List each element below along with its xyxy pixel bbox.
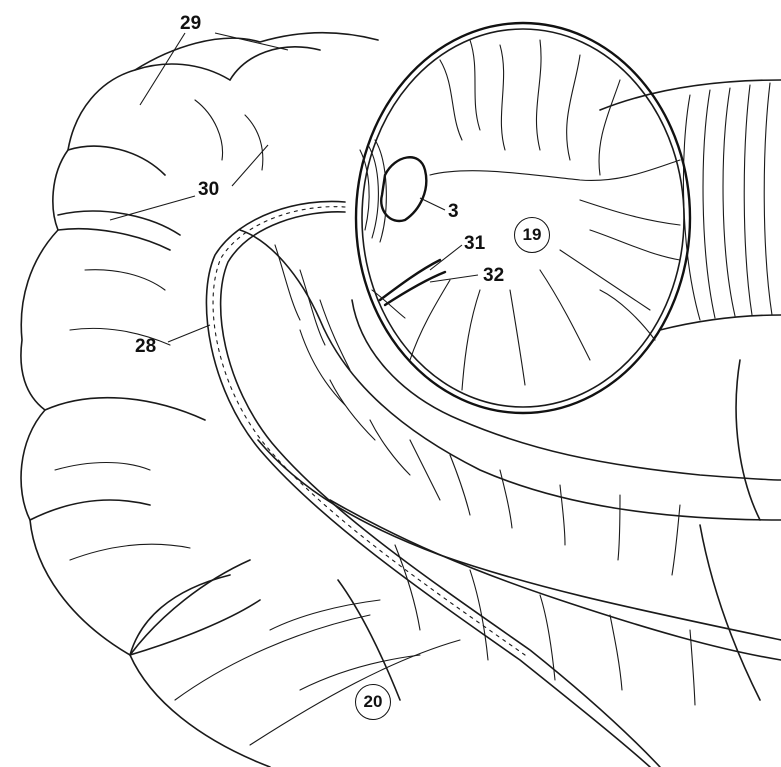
mucosal-fold [580,200,680,225]
segment-line [320,300,350,370]
segment-line [330,380,375,440]
leader-line-31 [430,245,462,270]
circled-label-19: 19 [514,217,550,253]
leader-line-29 [140,33,185,105]
lobe-fold [55,463,150,471]
duct-opening [380,260,440,300]
ring-line [744,85,752,315]
segment-line [395,545,420,630]
label-29: 29 [180,14,201,33]
lobe-fold [175,615,370,700]
lobe-fold [230,47,320,80]
tubular-structure-edge [660,315,781,330]
papilla-hatching [375,140,386,242]
lower-lobe-fold [270,600,380,630]
leader-line-30 [110,196,195,220]
segment-line [410,440,440,500]
mucosal-fold [599,80,620,175]
mucosal-fold [560,250,650,310]
segment-line [618,495,620,560]
label-31: 31 [464,234,485,253]
mucosal-fold [430,160,680,180]
lobe-fold [45,398,205,420]
ring-line [764,83,772,315]
mucosal-fold [510,290,525,385]
label-28: 28 [135,337,156,356]
lobe-fold [70,544,190,560]
ring-line [723,88,735,316]
lobe-fold [195,100,223,160]
tube-inner-wall [221,212,660,767]
lobe-fold [30,500,150,520]
mucosal-fold [470,40,480,130]
lobe-fold [130,560,250,655]
lobe-fold [68,146,165,175]
papilla [381,157,426,221]
mucosal-fold [540,270,590,360]
label-32: 32 [483,266,504,285]
leader-line-28 [168,325,210,342]
leader-line-3 [420,198,445,210]
mucosal-fold [410,280,450,360]
lobe-fold [58,229,170,250]
segment-line [500,470,512,528]
lobe-fold [135,64,230,80]
lobe-fold [338,580,400,700]
lobulated-mass-outline [21,33,378,767]
mucosal-fold [600,290,655,340]
label-3: 3 [448,202,459,221]
ring-line [683,95,700,320]
segment-line [300,270,325,345]
segment-line [370,420,410,475]
mucosal-fold [590,230,680,260]
segment-line [275,245,300,320]
lobe-fold [250,640,460,745]
lobe-fold [85,270,165,290]
segment-line [560,485,565,545]
lobe-fold [130,600,260,655]
circled-label-20: 20 [355,684,391,720]
tubular-structure-edge [700,525,760,700]
mucosal-fold [500,45,505,150]
tube-outer-wall [206,201,650,767]
ring-line [703,90,715,318]
mucosal-fold [536,40,541,150]
lower-lobe-outline [130,575,230,655]
lower-lobe-fold [300,655,420,690]
mucosal-fold [567,55,580,160]
leader-line-29 [215,33,288,50]
tubular-structure-edge [736,360,760,520]
segment-line [610,615,622,690]
mucosal-fold [462,290,480,390]
mucosal-fold [440,60,462,140]
lobe-fold [58,211,180,235]
label-30: 30 [198,180,219,199]
segment-line [540,595,555,680]
